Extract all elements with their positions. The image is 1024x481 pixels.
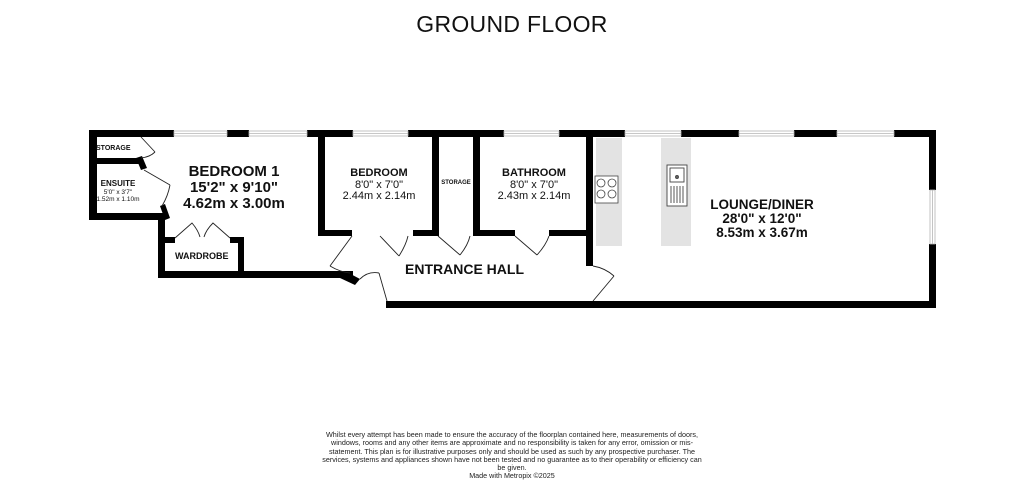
bathroom-name: BATHROOM [502,167,566,179]
bedroom-1-metric: 4.62m x 3.00m [183,194,285,212]
floor-title: GROUND FLOOR [416,11,608,37]
lounge-name: LOUNGE/DINER [710,197,814,212]
disclaimer: Whilst every attempt has been made to en… [320,430,704,481]
ensuite-name: ENSUITE [100,179,136,188]
lounge-metric: 8.53m x 3.67m [716,225,808,241]
room-label-bedroom: BEDROOM 8'0" x 7'0" 2.44m x 2.14m [328,167,430,203]
ensuite-imperial: 5'0" x 3'7" [103,188,133,196]
room-label-storage: STORAGE [96,145,131,152]
disclaimer-credit: Made with Metropix ©2025 [469,471,555,481]
room-label-storage-hall: STORAGE [441,180,471,186]
room-label-lounge-diner: LOUNGE/DINER 28'0" x 12'0" 8.53m x 3.67m [697,197,827,241]
room-label-entrance-hall: ENTRANCE HALL [405,261,524,277]
bathroom-metric: 2.43m x 2.14m [497,190,571,203]
lounge-imperial: 28'0" x 12'0" [722,211,802,227]
ensuite-metric: 1.52m x 1.10m [96,195,140,203]
room-label-wardrobe: WARDROBE [175,251,229,261]
bedroom-1-imperial: 15'2" x 9'10" [189,178,279,196]
walls [89,130,936,308]
windows [173,130,936,245]
bedroom-imperial: 8'0" x 7'0" [354,178,404,191]
room-label-bedroom-1: BEDROOM 1 15'2" x 9'10" 4.62m x 3.00m [173,164,295,211]
disclaimer-text: Whilst every attempt has been made to en… [322,430,702,473]
hob-icon [594,175,619,204]
sink-icon [666,164,688,207]
room-label-ensuite: ENSUITE 5'0" x 3'7" 1.52m x 1.10m [93,179,143,203]
doors [140,136,615,302]
room-label-bathroom: BATHROOM 8'0" x 7'0" 2.43m x 2.14m [482,167,586,203]
bathroom-imperial: 8'0" x 7'0" [509,178,559,191]
bedroom-name: BEDROOM [350,167,408,179]
bedroom-1-name: BEDROOM 1 [188,163,280,180]
bedroom-metric: 2.44m x 2.14m [342,190,416,203]
